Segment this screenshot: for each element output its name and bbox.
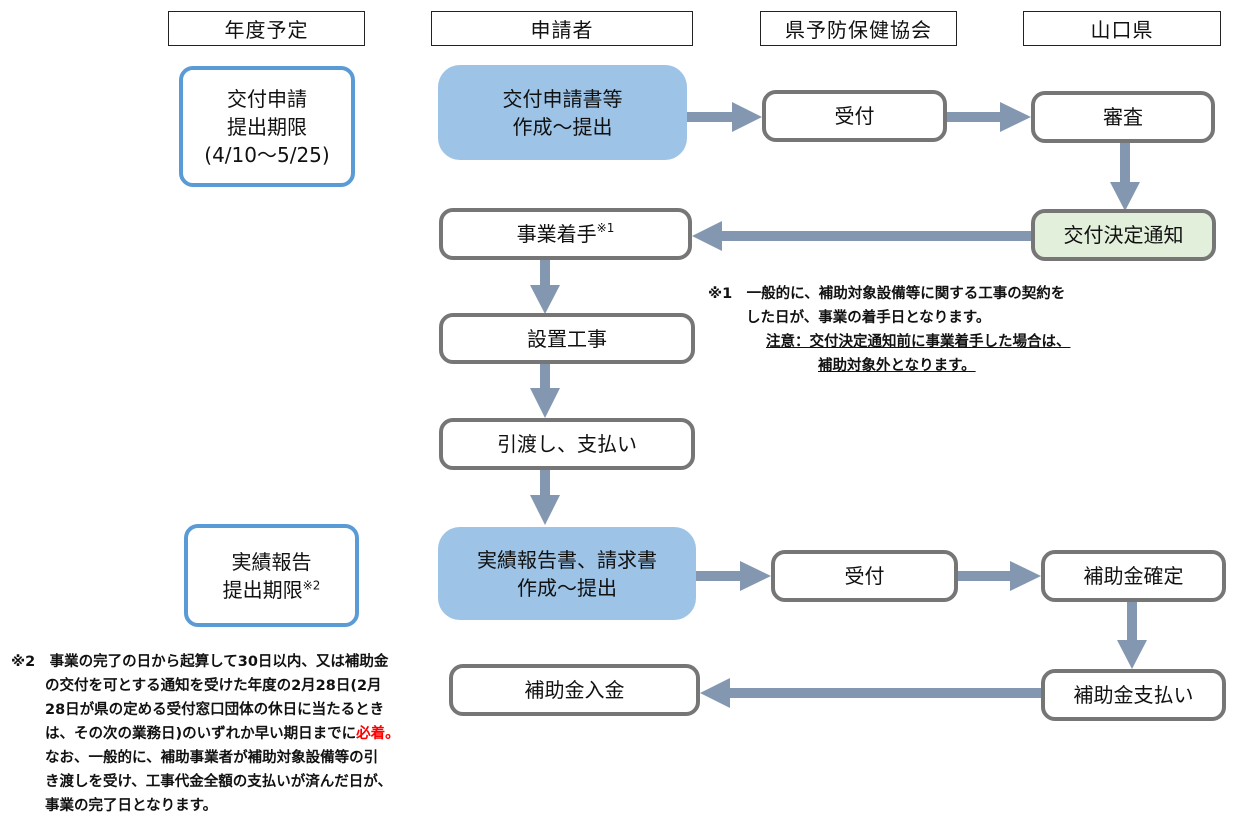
deposit-label: 補助金入金: [524, 678, 625, 702]
note2-emphasis: 必着。: [356, 726, 400, 742]
note2-line4: は、その次の業務日)のいずれか早い期日までに必着。: [11, 722, 400, 746]
header-association: 県予防保健協会: [760, 11, 957, 46]
schedule-report-sup: ※2: [302, 577, 321, 592]
confirm-box: 補助金確定: [1041, 550, 1226, 602]
receipt-box-2: 受付: [771, 550, 958, 602]
schedule-report-line2: 提出期限: [222, 577, 303, 602]
arrow-decision-to-start: [692, 221, 1031, 251]
construction-box: 設置工事: [439, 313, 695, 364]
review-box: 審査: [1031, 91, 1215, 143]
confirm-label: 補助金確定: [1083, 564, 1184, 588]
note1: ※1 一般的に、補助対象設備等に関する工事の契約を した日が、事業の着手日となり…: [708, 282, 1071, 378]
header-schedule: 年度予定: [168, 11, 365, 46]
payment-box: 補助金支払い: [1041, 669, 1226, 721]
note1-line4: 補助対象外となります。: [708, 354, 1071, 378]
arrow-receipt-to-review: [947, 102, 1031, 132]
note2-line2: の交付を可とする通知を受けた年度の2月28日(2月: [45, 678, 382, 694]
application-box: 交付申請書等 作成〜提出: [438, 65, 687, 160]
arrow-payment-to-deposit: [700, 678, 1041, 708]
note2-line4-text: は、その次の業務日)のいずれか早い期日までに: [45, 726, 357, 742]
decision-label: 交付決定通知: [1063, 223, 1184, 247]
construction-label: 設置工事: [527, 326, 607, 351]
review-label: 審査: [1103, 105, 1143, 129]
note2-line6: き渡しを受け、工事代金全額の支払いが済んだ日が、: [45, 774, 392, 790]
header-prefecture: 山口県: [1023, 11, 1221, 46]
note2-line5: なお、一般的に、補助事業者が補助対象設備等の引: [45, 750, 379, 766]
application-line1: 交付申請書等: [502, 86, 623, 111]
arrow-receipt-to-confirm: [958, 561, 1041, 591]
arrow-report-to-receipt: [696, 561, 771, 591]
arrow-confirm-to-payment: [1117, 602, 1147, 669]
delivery-box: 引渡し、支払い: [439, 418, 695, 470]
start-sup: ※1: [596, 220, 615, 235]
application-line2: 作成〜提出: [512, 114, 613, 139]
note1-line1: ※1 一般的に、補助対象設備等に関する工事の契約を: [708, 286, 1066, 302]
delivery-label: 引渡し、支払い: [497, 432, 637, 456]
note1-caution: 注意：交付決定通知前に事業着手した場合は、: [766, 334, 1071, 350]
decision-box: 交付決定通知: [1031, 209, 1216, 261]
arrow-construction-to-delivery: [530, 364, 560, 418]
arrow-start-to-construction: [530, 260, 560, 314]
note1-line2: した日が、事業の着手日となります。: [746, 310, 991, 326]
schedule-grant-line2: 提出期限: [227, 114, 307, 139]
report-line1: 実績報告書、請求書: [477, 547, 657, 572]
receipt-label-1: 受付: [834, 104, 875, 128]
start-box: 事業着手※1: [439, 208, 692, 260]
arrow-delivery-to-report: [530, 470, 560, 525]
header-applicant: 申請者: [431, 11, 693, 46]
deposit-box: 補助金入金: [449, 664, 700, 716]
schedule-report-deadline: 実績報告 提出期限※2: [184, 524, 359, 627]
note2-line3: 28日が県の定める受付窓口団体の休日に当たるとき: [45, 702, 385, 718]
schedule-grant-line3: (4/10〜5/25): [204, 142, 330, 167]
start-label: 事業着手: [516, 222, 597, 246]
schedule-grant-line1: 交付申請: [227, 86, 307, 111]
schedule-report-line1: 実績報告: [231, 549, 312, 574]
payment-label: 補助金支払い: [1073, 683, 1194, 707]
note1-caution-2: 補助対象外となります。: [818, 358, 976, 374]
report-box: 実績報告書、請求書 作成〜提出: [438, 527, 696, 620]
note2: ※2 事業の完了の日から起算して30日以内、又は補助金 の交付を可とする通知を受…: [11, 650, 400, 818]
report-line2: 作成〜提出: [517, 575, 617, 600]
receipt-box-1: 受付: [762, 90, 947, 142]
note2-line1: ※2 事業の完了の日から起算して30日以内、又は補助金: [11, 654, 389, 670]
arrow-application-to-receipt: [687, 102, 762, 132]
receipt-label-2: 受付: [844, 564, 885, 588]
schedule-grant-deadline: 交付申請 提出期限 (4/10〜5/25): [179, 66, 355, 187]
arrow-review-to-decision: [1110, 142, 1140, 211]
note1-line3: 注意：交付決定通知前に事業着手した場合は、: [708, 330, 1071, 354]
note2-line7: 事業の完了日となります。: [45, 798, 218, 814]
schedule-report-line2-wrap: 提出期限※2: [223, 576, 321, 604]
